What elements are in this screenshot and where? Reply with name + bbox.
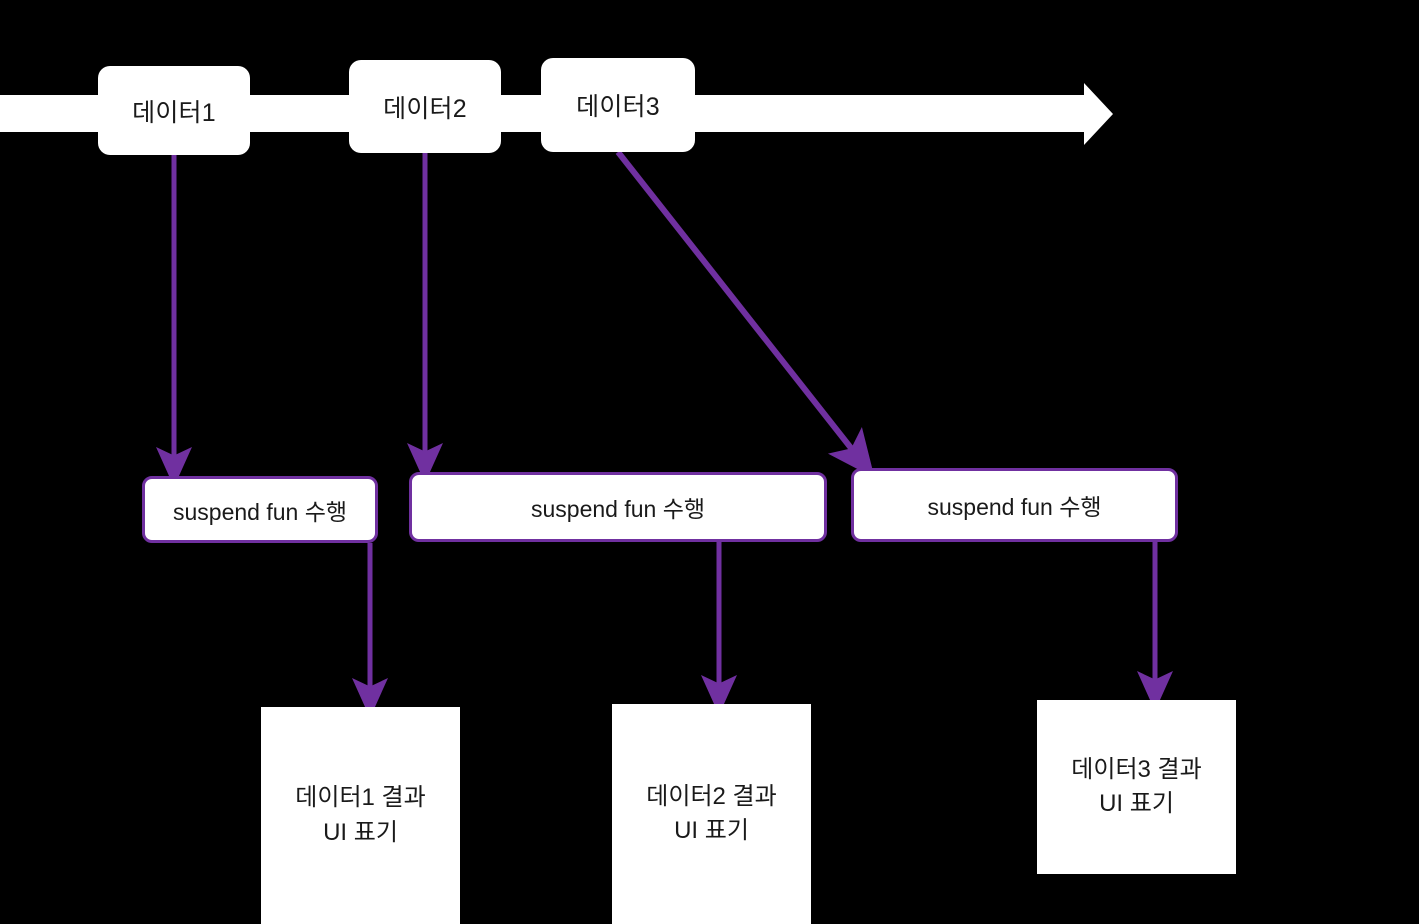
suspend-box-2-label: suspend fun 수행 xyxy=(530,496,706,522)
data-box-2[interactable]: 데이터2 xyxy=(349,60,501,153)
result-box-2-label: 데이터2 결과 UI 표기 xyxy=(646,782,777,844)
data-box-2-label: 데이터2 xyxy=(383,94,467,123)
data-box-1[interactable]: 데이터1 xyxy=(98,66,250,155)
connector-data3-to-suspend3 xyxy=(615,150,875,479)
suspend-box-1-label: suspend fun 수행 xyxy=(172,498,348,525)
suspend-box-2[interactable]: suspend fun 수행 xyxy=(409,472,827,542)
data-box-3-label: 데이터3 xyxy=(576,93,660,121)
result-box-1[interactable]: 데이터1 결과 UI 표기 xyxy=(261,707,460,924)
result-box-1-label: 데이터1 결과 UI 표기 xyxy=(295,784,426,846)
suspend-box-1[interactable]: suspend fun 수행 xyxy=(142,476,378,543)
result-box-2[interactable]: 데이터2 결과 UI 표기 xyxy=(612,704,811,924)
data-box-1-label: 데이터1 xyxy=(132,98,216,127)
result-box-3[interactable]: 데이터3 결과 UI 표기 xyxy=(1037,700,1236,874)
suspend-box-3-label: suspend fun 수행 xyxy=(927,494,1102,520)
data-box-3[interactable]: 데이터3 xyxy=(541,58,695,152)
result-box-3-label: 데이터3 결과 UI 표기 xyxy=(1071,755,1202,817)
suspend-box-3[interactable]: suspend fun 수행 xyxy=(851,468,1178,542)
